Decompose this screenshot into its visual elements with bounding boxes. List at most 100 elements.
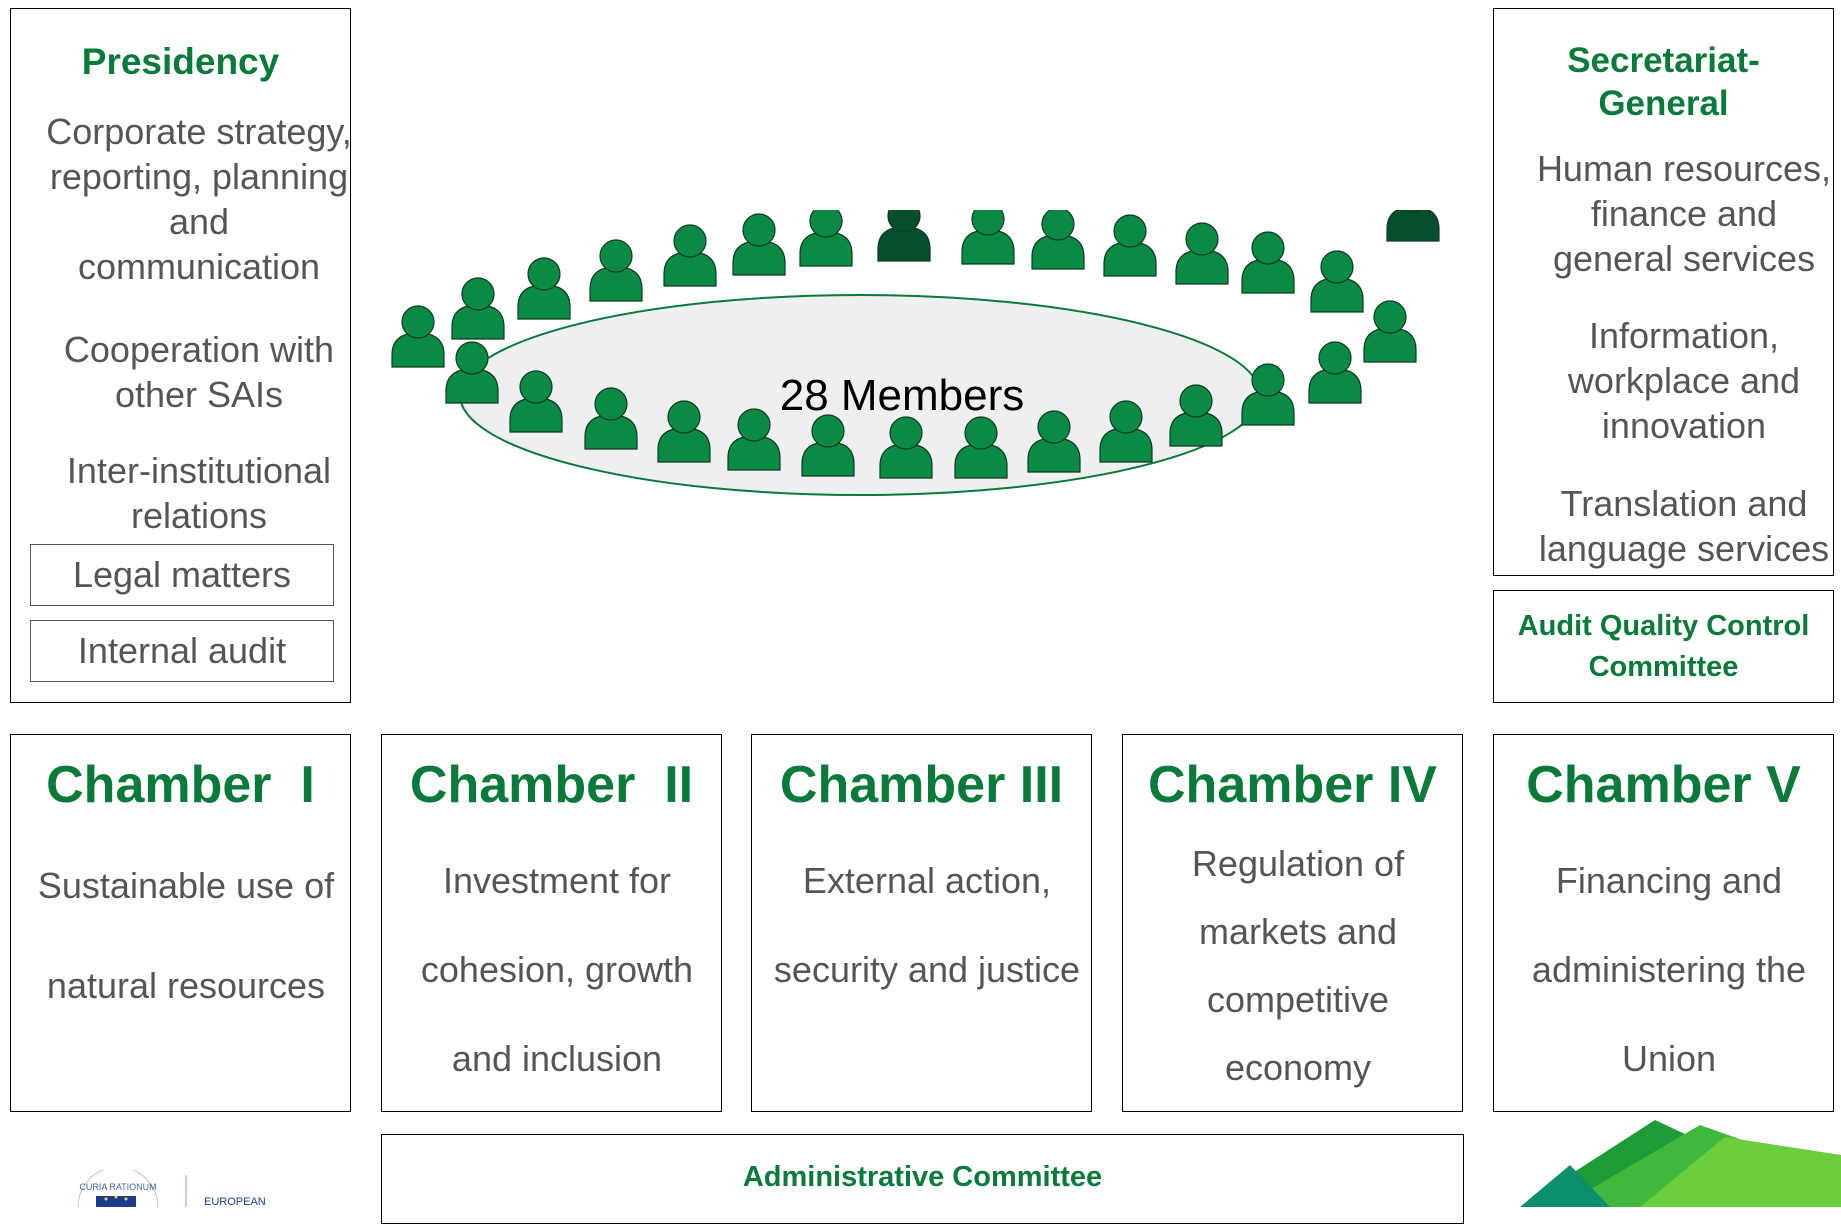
chamber-5-line: administering the (1531, 949, 1807, 990)
chamber-4-title: Chamber IV (1148, 756, 1437, 814)
chamber-2-line: and inclusion (451, 1038, 663, 1079)
member-person-icon (1308, 341, 1362, 404)
administrative-committee-title: Administrative Committee (742, 1161, 1103, 1193)
presidency-title: Presidency (81, 41, 280, 82)
presidency-item-line: Inter-institutional (66, 450, 332, 491)
secretariat-item-line: workplace and (1567, 360, 1801, 401)
secretariat-item-hr: Human resources, finance and general ser… (1514, 146, 1841, 281)
member-person-icon (445, 341, 499, 404)
chamber-1-line: natural resources (46, 965, 326, 1006)
corner-shape-teal (1520, 1165, 1610, 1207)
chamber-1-line: Sustainable use of (37, 865, 335, 906)
presidency-item-line: Corporate strategy, (46, 111, 352, 152)
chamber-1-box: Chamber I Sustainable use of natural res… (10, 734, 351, 1112)
chamber-1-title: Chamber I (46, 756, 315, 814)
presidency-item-line: relations (130, 495, 268, 536)
member-person-icon (451, 277, 505, 340)
member-person-icon (961, 210, 1015, 265)
chamber-4-line: economy (1224, 1047, 1372, 1088)
presidency-item-interinstitutional: Inter-institutional relations (29, 448, 369, 538)
logo-star (114, 1195, 118, 1199)
member-person-icon (1363, 300, 1417, 363)
members-label: 28 Members (780, 371, 1025, 420)
presidency-item-cooperation: Cooperation with other SAIs (29, 327, 369, 417)
chamber-3-line: security and justice (773, 949, 1081, 990)
chamber-5-line: Union (1621, 1038, 1717, 1079)
presidency-box: Presidency Corporate strategy, reporting… (10, 8, 352, 703)
secretariat-item-translation: Translation and language services (1514, 481, 1841, 571)
aqcc-title: Audit Quality Control Committee (1518, 606, 1810, 688)
presidency-item-line: Cooperation with (63, 329, 335, 370)
member-person-icon (1310, 250, 1364, 313)
member-person-icon (801, 414, 855, 477)
chamber-3-title: Chamber III (779, 756, 1064, 814)
chamber-3-line: External action, (802, 860, 1052, 901)
chamber-4-line: markets and (1198, 911, 1398, 952)
member-person-icon (1241, 231, 1295, 294)
corner-shape-light (1640, 1137, 1841, 1207)
member-person-icon (1169, 384, 1223, 447)
member-person-icon (1175, 222, 1229, 285)
member-person-icon (1386, 210, 1440, 242)
eca-logo: CURIA RATIONUM EUROPEAN (77, 1170, 266, 1207)
administrative-committee-box: Administrative Committee (381, 1134, 1464, 1224)
aqcc-title-line: Audit Quality Control (1517, 609, 1810, 642)
member-person-icon (799, 210, 853, 267)
member-person-icon (517, 257, 571, 320)
member-person-icon (879, 416, 933, 479)
logo-star (124, 1197, 128, 1201)
logo-star (104, 1197, 108, 1201)
logo-seal-text: CURIA RATIONUM (79, 1182, 156, 1192)
secretariat-item-line: language services (1538, 528, 1830, 569)
presidency-item-line: and (168, 201, 230, 242)
chamber-5-title: Chamber V (1526, 756, 1801, 814)
presidency-item-line: other SAIs (114, 374, 284, 415)
chamber-5-line: Financing and (1555, 860, 1783, 901)
secretariat-title: Secretariat- General (1494, 39, 1833, 125)
chamber-4-line: competitive (1206, 979, 1390, 1020)
chamber-3-box: Chamber III External action, security an… (751, 734, 1092, 1112)
secretariat-item-line: finance and (1590, 193, 1778, 234)
presidency-item-line: reporting, planning (49, 156, 349, 197)
member-person-icon (877, 210, 931, 262)
chamber-4-box: Chamber IV Regulation of markets and com… (1122, 734, 1463, 1112)
member-person-icon (1031, 210, 1085, 270)
chamber-2-title: Chamber II (409, 756, 694, 814)
legal-matters-box: Legal matters (30, 544, 334, 606)
member-person-icon (1103, 214, 1157, 277)
member-person-icon (657, 400, 711, 463)
secretariat-item-line: Information, (1588, 315, 1780, 356)
chamber-2-line: cohesion, growth (420, 949, 694, 990)
secretariat-title-line: General (1598, 84, 1729, 123)
member-person-icon (732, 213, 786, 276)
member-person-icon (727, 408, 781, 471)
chamber-4-line: Regulation of (1191, 843, 1405, 884)
secretariat-title-line: Secretariat- (1567, 41, 1760, 80)
secretariat-item-information: Information, workplace and innovation (1514, 313, 1841, 448)
member-person-icon (1241, 363, 1295, 426)
logo-wordmark: EUROPEAN (204, 1196, 266, 1207)
aqcc-title-line: Committee (1588, 650, 1739, 683)
member-person-icon (1027, 410, 1081, 473)
corner-decorative-graphic (1520, 1120, 1841, 1207)
presidency-item-line: communication (77, 246, 321, 287)
audit-quality-control-box: Audit Quality Control Committee (1493, 590, 1834, 703)
member-person-icon (589, 239, 643, 302)
chamber-2-box: Chamber II Investment for cohesion, grow… (381, 734, 722, 1112)
logo-seal-arc (77, 1170, 159, 1207)
chamber-2-line: Investment for (442, 860, 672, 901)
secretariat-general-box: Secretariat- General Human resources, fi… (1493, 8, 1834, 576)
members-diagram: 28 Members (391, 210, 1440, 496)
internal-audit-box: Internal audit (30, 620, 334, 682)
member-person-icon (391, 305, 445, 368)
chamber-5-box: Chamber V Financing and administering th… (1493, 734, 1834, 1112)
logo-flag (96, 1196, 136, 1207)
secretariat-item-line: Translation and (1560, 483, 1808, 524)
member-person-icon (663, 224, 717, 287)
secretariat-item-line: general services (1552, 238, 1816, 279)
member-person-icon (1099, 400, 1153, 463)
member-person-icon (509, 370, 563, 433)
secretariat-item-line: innovation (1601, 405, 1767, 446)
member-person-icon (584, 387, 638, 450)
presidency-item-strategy: Corporate strategy, reporting, planning … (29, 109, 369, 289)
